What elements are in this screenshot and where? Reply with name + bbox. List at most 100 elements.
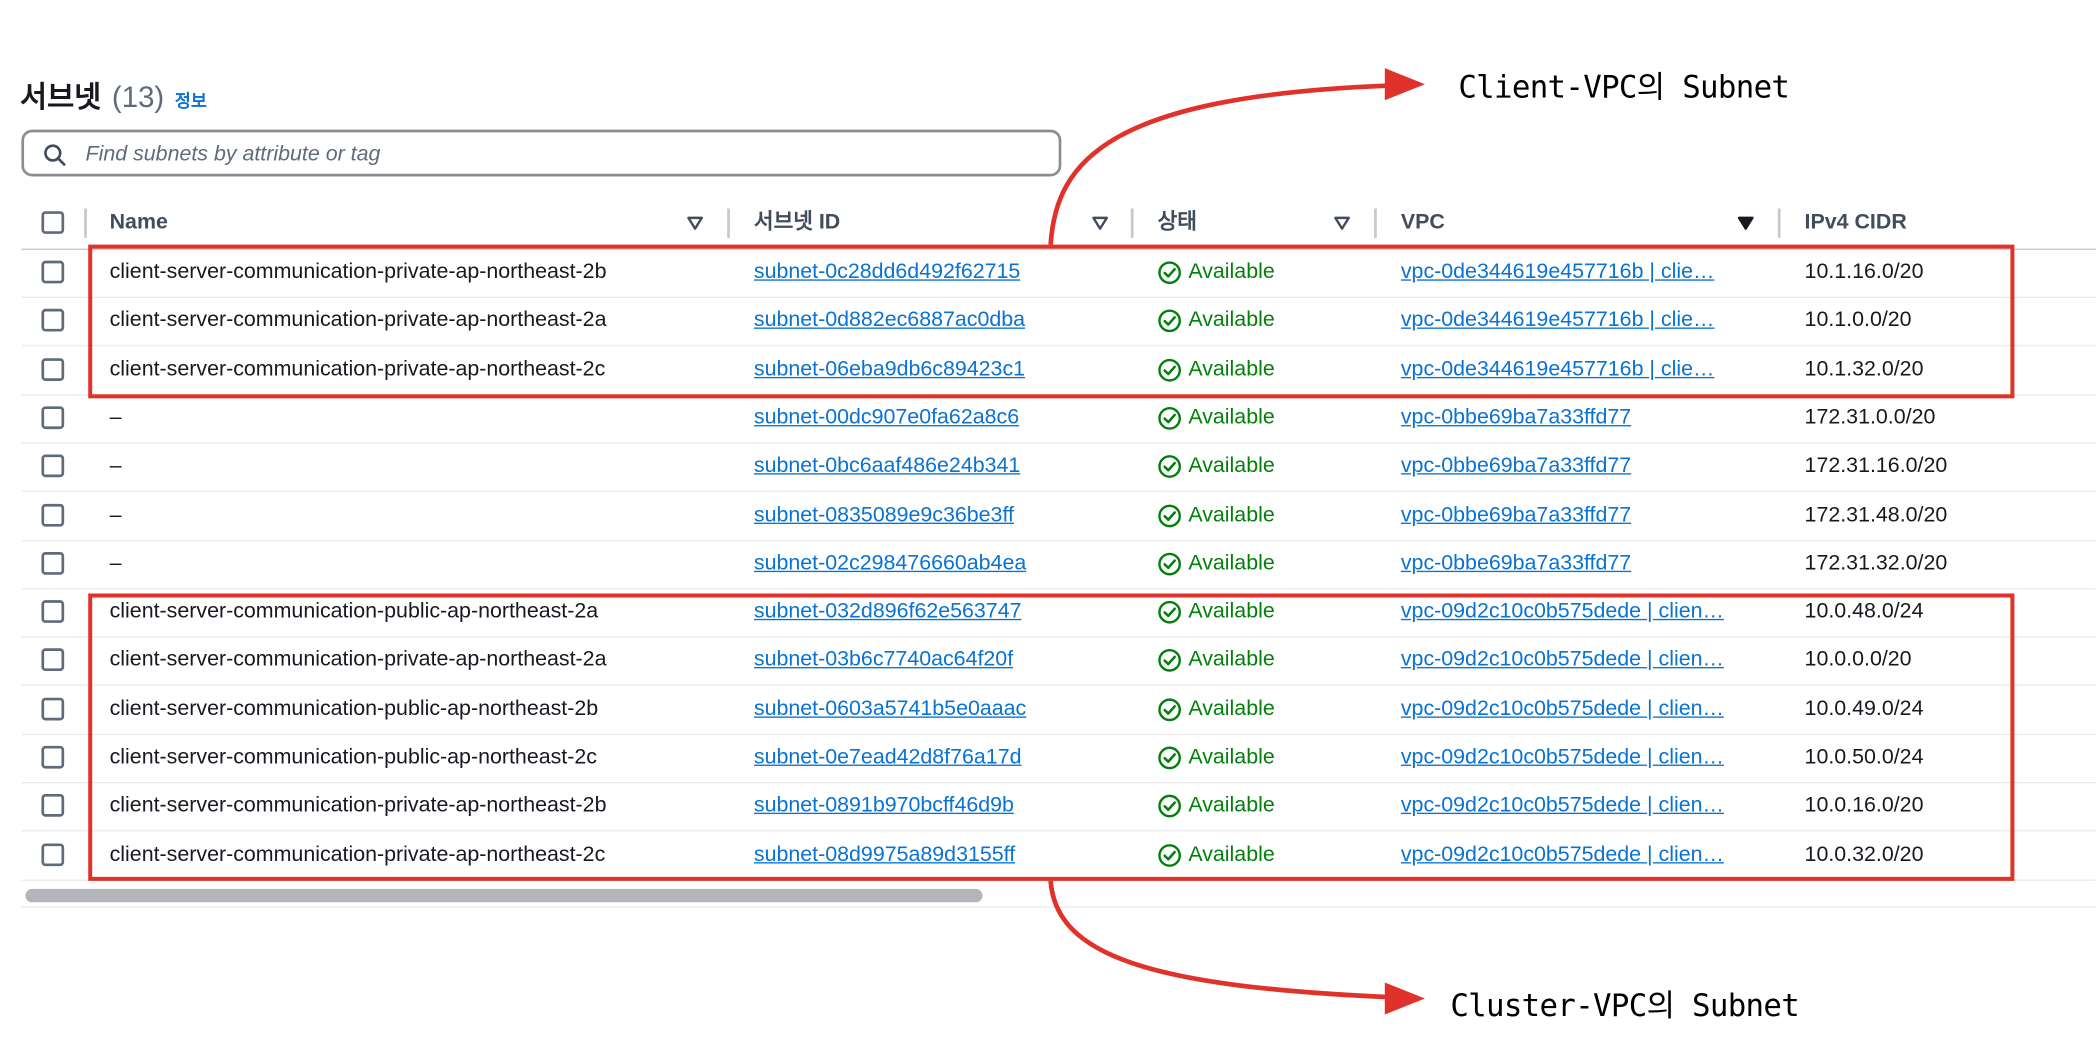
status-text: Available bbox=[1188, 551, 1275, 575]
subnet-id-link[interactable]: subnet-00dc907e0fa62a8c6 bbox=[753, 406, 1020, 429]
check-circle-icon bbox=[1158, 843, 1181, 867]
subnet-count: (13) bbox=[111, 80, 165, 114]
subnet-id-link[interactable]: subnet-0c28dd6d492f62715 bbox=[753, 260, 1021, 284]
subnet-id-link[interactable]: subnet-032d896f62e563747 bbox=[753, 600, 1022, 624]
status-text: Available bbox=[1188, 406, 1275, 429]
check-circle-icon bbox=[1158, 649, 1181, 673]
ipv4-cidr: 172.31.16.0/20 bbox=[1804, 454, 1948, 478]
status-cell: Available bbox=[1158, 782, 1359, 830]
subnet-name: client-server-communication-private-ap-n… bbox=[109, 260, 607, 284]
status-text: Available bbox=[1188, 745, 1275, 769]
select-all-checkbox[interactable] bbox=[41, 211, 65, 234]
column-header-name[interactable]: Name bbox=[109, 211, 168, 234]
subnet-name: – bbox=[109, 454, 122, 478]
ipv4-cidr: 10.1.16.0/20 bbox=[1804, 260, 1924, 284]
column-header-ipv4-cidr[interactable]: IPv4 CIDR bbox=[1804, 211, 1907, 234]
column-header-subnet-id[interactable]: 서브넷 ID bbox=[753, 211, 841, 234]
status-cell: Available bbox=[1158, 346, 1359, 394]
subnet-id-link[interactable]: subnet-02c298476660ab4ea bbox=[753, 551, 1027, 575]
search-field[interactable] bbox=[21, 129, 1062, 177]
status-text: Available bbox=[1188, 454, 1275, 478]
subnet-name: – bbox=[109, 503, 122, 526]
row-checkbox[interactable] bbox=[41, 260, 65, 284]
table-row[interactable]: client-server-communication-private-ap-n… bbox=[21, 297, 2096, 347]
row-checkbox[interactable] bbox=[41, 648, 65, 672]
table-row[interactable]: client-server-communication-public-ap-no… bbox=[21, 734, 2096, 784]
column-divider[interactable] bbox=[727, 208, 730, 238]
row-checkbox[interactable] bbox=[41, 745, 65, 769]
subnet-id-link[interactable]: subnet-03b6c7740ac64f20f bbox=[753, 648, 1014, 672]
search-input[interactable] bbox=[82, 132, 1024, 177]
subnet-name: client-server-communication-private-ap-n… bbox=[109, 648, 607, 672]
sort-caret-icon[interactable] bbox=[687, 215, 703, 231]
column-header-state[interactable]: 상태 bbox=[1157, 211, 1197, 234]
row-checkbox[interactable] bbox=[41, 551, 65, 575]
subnet-name: client-server-communication-private-ap-n… bbox=[109, 842, 606, 866]
column-divider bbox=[84, 208, 87, 238]
ipv4-cidr: 172.31.0.0/20 bbox=[1804, 406, 1936, 429]
subnet-id-link[interactable]: subnet-0bc6aaf486e24b341 bbox=[753, 454, 1021, 478]
subnet-name: – bbox=[109, 551, 122, 575]
column-header-vpc[interactable]: VPC bbox=[1400, 211, 1445, 234]
status-cell: Available bbox=[1158, 394, 1359, 442]
status-cell: Available bbox=[1158, 540, 1359, 588]
check-circle-icon bbox=[1158, 600, 1181, 624]
status-cell: Available bbox=[1158, 297, 1359, 345]
row-checkbox[interactable] bbox=[41, 697, 65, 721]
table-row[interactable]: client-server-communication-public-ap-no… bbox=[21, 588, 2096, 638]
sort-caret-icon[interactable] bbox=[1092, 215, 1108, 231]
row-checkbox[interactable] bbox=[41, 842, 65, 866]
page-title: 서브넷 bbox=[20, 80, 102, 114]
status-cell: Available bbox=[1158, 685, 1359, 733]
status-text: Available bbox=[1188, 503, 1275, 526]
subnet-id-link[interactable]: subnet-0603a5741b5e0aaac bbox=[753, 697, 1027, 721]
sort-caret-icon-active[interactable] bbox=[1737, 215, 1754, 231]
status-text: Available bbox=[1188, 260, 1275, 284]
subnet-id-link[interactable]: subnet-0d882ec6887ac0dba bbox=[753, 309, 1026, 332]
ipv4-cidr: 172.31.48.0/20 bbox=[1804, 503, 1948, 526]
column-divider[interactable] bbox=[1130, 208, 1134, 238]
annotation-cluster-vpc: Cluster-VPC의 Subnet bbox=[1450, 989, 1800, 1024]
search-icon bbox=[44, 144, 66, 166]
row-checkbox[interactable] bbox=[41, 600, 65, 624]
row-checkbox[interactable] bbox=[41, 406, 65, 429]
subnet-id-link[interactable]: subnet-06eba9db6c89423c1 bbox=[753, 357, 1026, 381]
check-circle-icon bbox=[1158, 455, 1181, 479]
subnet-name: – bbox=[109, 406, 122, 429]
status-text: Available bbox=[1188, 309, 1275, 332]
table-row[interactable]: client-server-communication-private-ap-n… bbox=[21, 831, 2096, 881]
row-checkbox[interactable] bbox=[41, 794, 65, 818]
annotation-client-vpc: Client-VPC의 Subnet bbox=[1458, 70, 1790, 106]
column-divider[interactable] bbox=[1777, 208, 1781, 238]
table-row[interactable]: client-server-communication-private-ap-n… bbox=[21, 249, 2096, 299]
status-text: Available bbox=[1188, 794, 1275, 818]
check-circle-icon bbox=[1158, 795, 1181, 818]
table-row[interactable]: client-server-communication-private-ap-n… bbox=[21, 782, 2096, 832]
info-link[interactable]: 정보 bbox=[174, 90, 207, 111]
check-circle-icon bbox=[1158, 261, 1181, 285]
table-row[interactable]: client-server-communication-private-ap-n… bbox=[21, 637, 2096, 687]
row-checkbox[interactable] bbox=[41, 309, 65, 332]
row-checkbox[interactable] bbox=[41, 503, 65, 526]
subnet-name: client-server-communication-public-ap-no… bbox=[109, 697, 599, 721]
check-circle-icon bbox=[1158, 309, 1181, 333]
subnet-id-link[interactable]: subnet-0891b970bcff46d9b bbox=[753, 794, 1014, 818]
status-cell: Available bbox=[1158, 491, 1359, 539]
subnet-id-link[interactable]: subnet-0e7ead42d8f76a17d bbox=[753, 745, 1022, 769]
subnet-id-link[interactable]: subnet-08d9975a89d3155ff bbox=[753, 842, 1016, 866]
column-divider[interactable] bbox=[1374, 208, 1377, 238]
subnet-name: client-server-communication-private-ap-n… bbox=[109, 357, 606, 381]
subnet-id-link[interactable]: subnet-0835089e9c36be3ff bbox=[753, 503, 1014, 526]
status-cell: Available bbox=[1158, 588, 1359, 636]
ipv4-cidr: 172.31.32.0/20 bbox=[1804, 551, 1948, 575]
sort-caret-icon[interactable] bbox=[1334, 215, 1350, 231]
scrollbar-thumb[interactable] bbox=[25, 888, 983, 903]
row-checkbox[interactable] bbox=[41, 454, 65, 478]
table-row[interactable]: client-server-communication-public-ap-no… bbox=[21, 685, 2096, 735]
row-checkbox[interactable] bbox=[41, 357, 65, 381]
